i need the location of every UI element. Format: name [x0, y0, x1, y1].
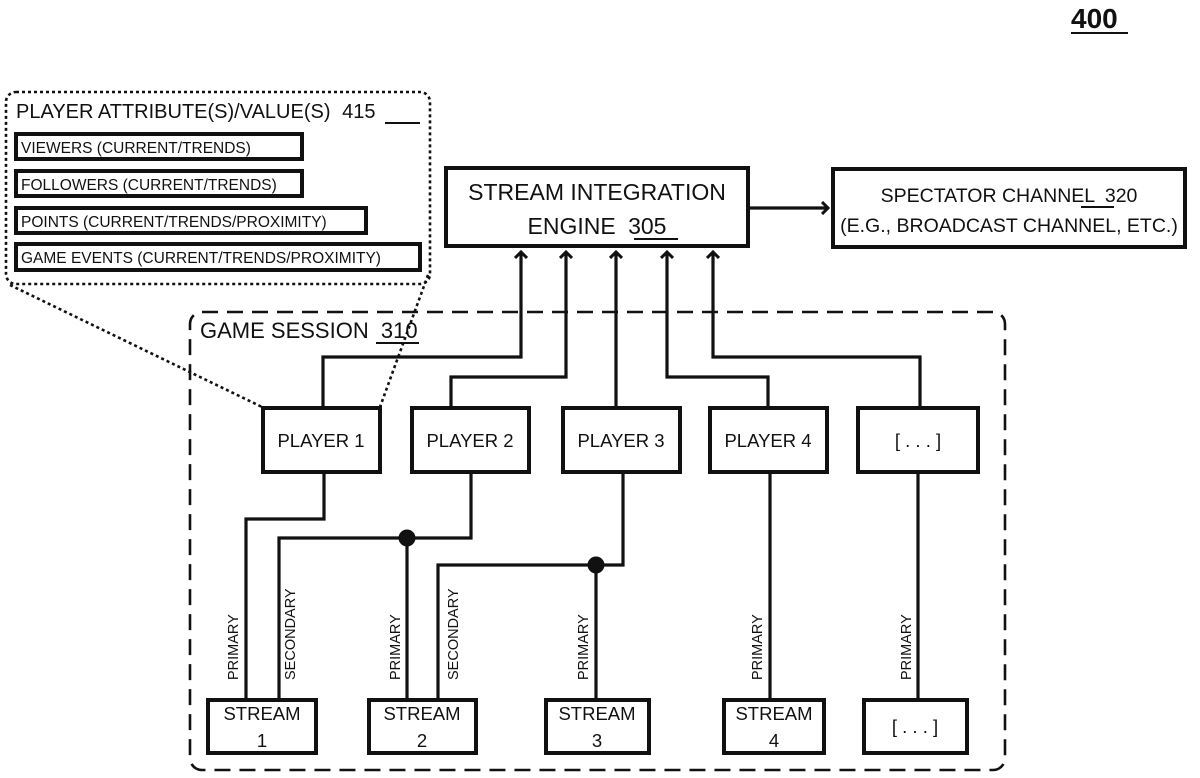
stream-label-line1: STREAM — [558, 703, 635, 724]
stream-label-line1: STREAM — [383, 703, 460, 724]
player2-junction-dot — [399, 530, 416, 547]
player-label: PLAYER 3 — [577, 430, 664, 451]
attribute-item-label: VIEWERS (CURRENT/TRENDS) — [21, 140, 251, 157]
spectator-label-line1: SPECTATOR CHANNEL — [881, 185, 1096, 207]
game-session-ref: 310 — [381, 318, 418, 343]
primary-link-label: PRIMARY — [899, 614, 915, 680]
stream-box-1: STREAM 1 — [208, 700, 316, 753]
stream-box-3: STREAM 3 — [546, 700, 649, 753]
player-label: [ . . . ] — [895, 430, 941, 451]
player4-to-engine-link — [667, 252, 768, 408]
svg-text:ENGINE 305: ENGINE 305 — [528, 213, 667, 239]
callout-leader-left — [10, 285, 262, 407]
stream-box-2: STREAM 2 — [369, 700, 476, 753]
stream-box-4: STREAM 4 — [724, 700, 824, 753]
stream-label-line1: [ . . . ] — [892, 716, 938, 737]
svg-text:PLAYER ATTRIBUTE(S)/VALUE(S): PLAYER ATTRIBUTE(S)/VALUE(S) 415 — [16, 101, 375, 123]
attributes-panel-title: PLAYER ATTRIBUTE(S)/VALUE(S) — [16, 101, 331, 123]
stream-label-line2: 1 — [257, 730, 267, 751]
attributes-panel-ref: 415 — [342, 101, 375, 123]
attribute-item-label: FOLLOWERS (CURRENT/TRENDS) — [21, 177, 277, 194]
stream-label-line1: STREAM — [735, 703, 812, 724]
stream-box-more: [ . . . ] — [864, 700, 967, 753]
svg-text:GAME SESSION 310: GAME SESSION 310 — [200, 318, 418, 343]
game-session-title: GAME SESSION — [200, 318, 369, 343]
player2-to-engine-link — [451, 252, 566, 408]
engine-label-line2: ENGINE — [528, 213, 616, 239]
attribute-item-label: GAME EVENTS (CURRENT/TRENDS/PROXIMITY) — [21, 250, 381, 267]
player-label: PLAYER 1 — [277, 430, 364, 451]
stream-label-line1: STREAM — [223, 703, 300, 724]
player-box-4: PLAYER 4 — [710, 408, 827, 472]
player-box-1: PLAYER 1 — [263, 408, 380, 472]
player-box-more: [ . . . ] — [858, 408, 978, 472]
secondary-link-label: SECONDARY — [446, 588, 462, 680]
player-label: PLAYER 2 — [426, 430, 513, 451]
stream-label-line2: 3 — [592, 730, 602, 751]
player-label: PLAYER 4 — [724, 430, 811, 451]
attribute-item-label: POINTS (CURRENT/TRENDS/PROXIMITY) — [21, 214, 327, 231]
engine-label-line1: STREAM INTEGRATION — [468, 179, 726, 205]
primary-link-label: PRIMARY — [388, 614, 404, 680]
primary-link-label: PRIMARY — [226, 614, 242, 680]
player3-junction-dot — [588, 557, 605, 574]
engine-ref: 305 — [628, 213, 666, 239]
stream-label-line2: 2 — [417, 730, 427, 751]
secondary-link-label: SECONDARY — [283, 588, 299, 680]
svg-text:SPECTATOR CHANNEL 320: SPECTATOR CHANNEL 320 — [881, 185, 1138, 207]
stream-label-line2: 4 — [769, 730, 779, 751]
spectator-label-line2: (E.G., BROADCAST CHANNEL, ETC.) — [840, 215, 1178, 237]
primary-link-label: PRIMARY — [576, 614, 592, 680]
player-box-2: PLAYER 2 — [412, 408, 529, 472]
figure-number: 400 — [1071, 3, 1118, 34]
player-more-to-engine-link — [713, 252, 920, 408]
primary-link-label: PRIMARY — [750, 614, 766, 680]
player2-secondary-stream1-link — [279, 472, 471, 700]
player-box-3: PLAYER 3 — [563, 408, 680, 472]
spectator-ref: 320 — [1105, 185, 1138, 207]
